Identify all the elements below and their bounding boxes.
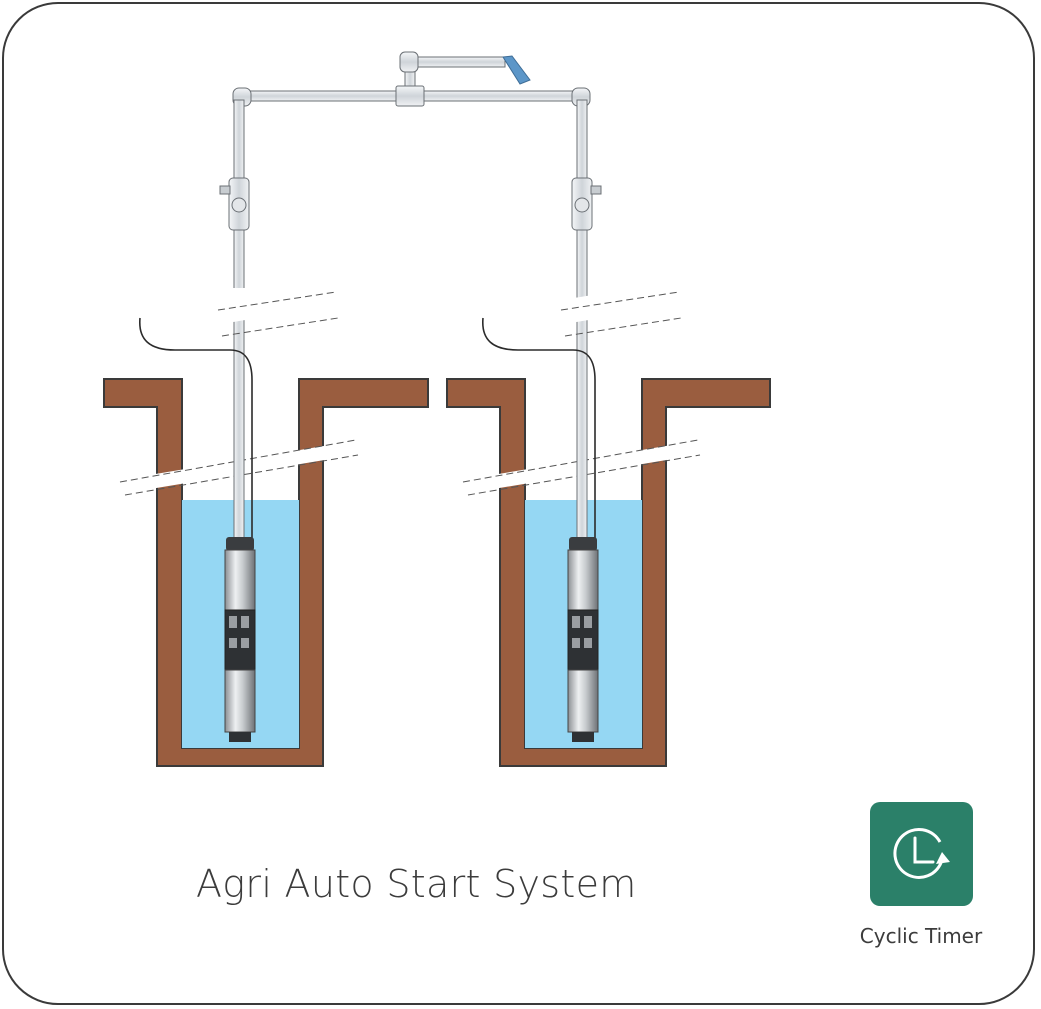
clock-cycle-icon: [870, 802, 973, 906]
left-submersible-pump: [224, 537, 256, 742]
discharge-manifold: [232, 51, 591, 107]
cyclic-timer-label: Cyclic Timer: [859, 924, 983, 948]
cyclic-timer-button[interactable]: [870, 802, 973, 906]
left-borewell: [103, 99, 429, 767]
right-submersible-pump: [567, 537, 599, 742]
right-borewell: [446, 99, 771, 767]
diagram-caption: Agri Auto Start System: [196, 862, 637, 906]
